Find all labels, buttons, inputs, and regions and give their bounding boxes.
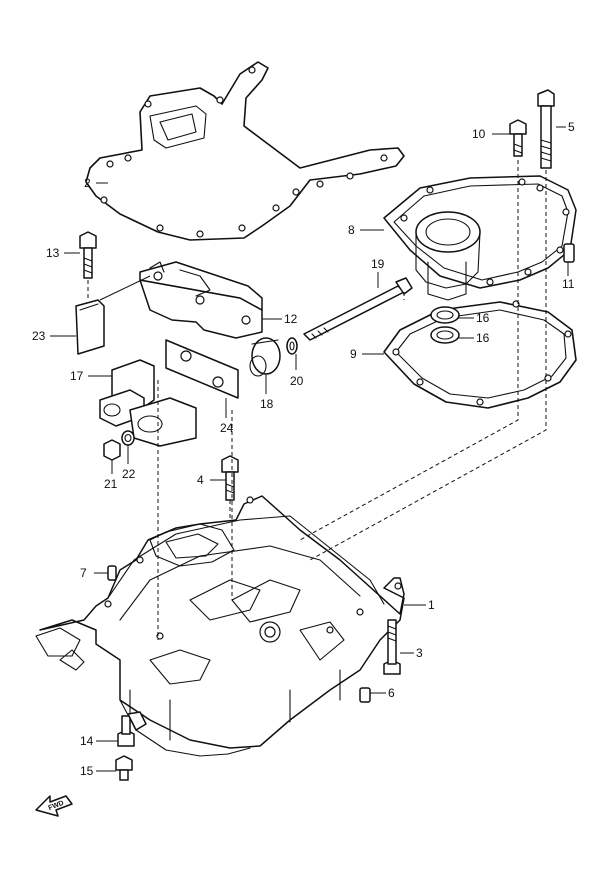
callout-8: 8 (348, 223, 355, 237)
callout-9: 9 (350, 347, 357, 361)
callout-15: 15 (80, 764, 94, 778)
callout-22: 22 (122, 467, 136, 481)
bolt-3 (383, 619, 401, 675)
bracket-12 (139, 261, 263, 339)
callout-2: 2 (84, 176, 91, 190)
callout-24: 24 (220, 421, 234, 435)
dowel-pin-7 (107, 565, 117, 581)
bushing-18 (249, 337, 281, 377)
callout-5: 5 (568, 120, 575, 134)
plate-24 (165, 339, 239, 399)
callout-10: 10 (472, 127, 486, 141)
through-bolt-19 (303, 277, 413, 341)
callout-16-upper: 16 (476, 311, 490, 325)
callout-20: 20 (290, 374, 304, 388)
long-bolt (537, 89, 555, 169)
callout-6: 6 (388, 686, 395, 700)
cover-plate (383, 175, 577, 301)
oil-seal-upper (430, 306, 460, 324)
callout-17: 17 (70, 369, 84, 383)
dowel-pin-6 (359, 687, 371, 703)
callout-23: 23 (32, 329, 46, 343)
mount-block-17 (99, 359, 197, 447)
bolt-15 (115, 755, 133, 781)
callout-18: 18 (260, 397, 274, 411)
drain-bolt-14 (117, 711, 147, 747)
leader-lines (50, 126, 569, 772)
bolt-13 (79, 231, 97, 279)
dowel-pin-11 (563, 243, 575, 263)
oil-pan (35, 495, 405, 757)
callout-16-lower: 16 (476, 331, 490, 345)
oil-seal-lower (430, 326, 460, 344)
callout-19: 19 (371, 257, 385, 271)
callout-labels: 1 2 3 4 5 6 7 8 9 10 11 12 13 14 15 16 1… (32, 120, 575, 778)
plate-23 (75, 299, 105, 355)
callout-21: 21 (104, 477, 118, 491)
bolt-10 (509, 119, 527, 157)
callout-3: 3 (416, 646, 423, 660)
bolt-4 (221, 455, 239, 501)
forward-arrow-icon: FWD (35, 795, 73, 817)
callout-7: 7 (80, 566, 87, 580)
callout-14: 14 (80, 734, 94, 748)
callout-1: 1 (428, 598, 435, 612)
washer-22 (121, 430, 135, 446)
callout-4: 4 (197, 473, 204, 487)
callout-11: 11 (562, 277, 575, 291)
callout-12: 12 (284, 312, 298, 326)
nut-21 (103, 439, 121, 461)
gasket-upper (85, 61, 405, 241)
callout-13: 13 (46, 246, 60, 260)
washer-20 (286, 337, 298, 355)
alignment-lines (87, 160, 547, 640)
